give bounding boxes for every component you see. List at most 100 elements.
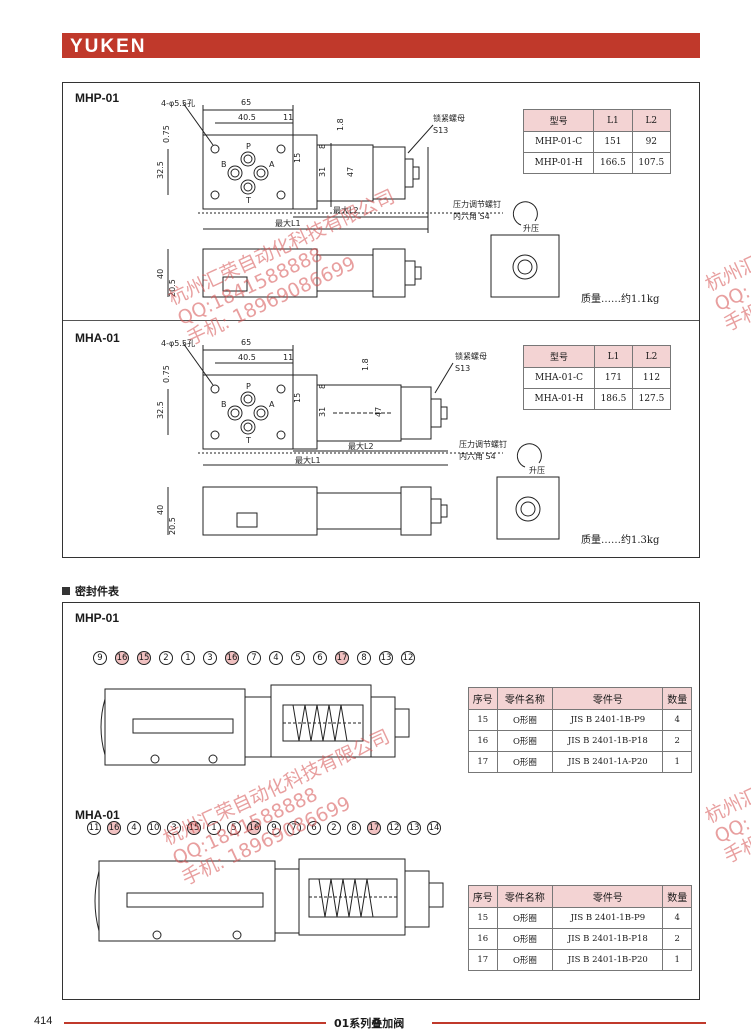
part-number-balloon: 16 [247,821,261,835]
seal-mhp-title: MHP-01 [75,611,120,625]
part-number-balloon: 1 [181,651,195,665]
part-number-balloon: 16 [115,651,129,665]
brand-header-bar: YUKEN [62,33,700,58]
footer-title: 01系列叠加阀 [334,1017,405,1030]
mha-dim-075: 0.75 [162,365,171,383]
mhp-dim-325: 32.5 [156,161,165,179]
part-number-balloon: 9 [267,821,281,835]
part-number-balloon: 3 [203,651,217,665]
panel-divider [63,320,699,321]
mhp-port-p: P [246,142,251,151]
part-number-balloon: 12 [401,651,415,665]
mha-port-b: B [221,400,227,409]
mhp-dim-maxl2: 最大L2 [333,205,359,215]
part-number-balloon: 4 [127,821,141,835]
mha-dim-40: 40.5 [238,353,256,362]
mha-dim-15: 15 [293,393,302,403]
part-number-balloon: 8 [347,821,361,835]
part-number-balloon: 17 [367,821,381,835]
mhp-dim-40: 40 [156,269,165,279]
mha-hex-label: 内六角 S4 [459,451,496,461]
part-number-balloon: 8 [357,651,371,665]
dimension-drawings-panel: MHP-01 [62,82,700,558]
mhp-hex-label: 内六角 S4 [453,211,490,221]
mha-dim-205: 20.5 [168,517,177,535]
mhp-locknut-label: 锁紧螺母 [433,113,465,123]
mhp-mass: 质量……约1.1kg [581,294,660,305]
part-number-balloon: 1 [207,821,221,835]
mha-dim-18: 1.8 [361,358,370,371]
part-number-balloon: 7 [247,651,261,665]
mha-dim-325: 32.5 [156,401,165,419]
mha-hole-dim: 4-φ5.5孔 [161,339,195,348]
mhp-dim-65: 65 [241,98,251,107]
mha-up-label: 升压 [529,466,545,475]
mha-port-p: P [246,382,251,391]
mhp-dim-11: 11 [283,113,293,122]
mha-s13-label: S13 [455,364,470,373]
mhp-dim-40: 40.5 [238,113,256,122]
mhp-dim-47: 47 [346,167,355,177]
part-number-balloon: 2 [327,821,341,835]
square-bullet-icon [62,587,70,595]
part-number-balloon: 13 [379,651,393,665]
mhp-dim-205: 20.5 [168,279,177,297]
mhp-side-view-drawing: 40 20.5 [156,248,422,298]
mha-dim-40: 40 [156,505,165,515]
part-number-balloon: 13 [407,821,421,835]
mha-end-view-drawing: 压力调节螺钉 内六角 S4 升压 [459,439,560,540]
seal-section-title: 密封件表 [62,583,119,599]
part-number-balloon: 7 [287,821,301,835]
footer-rule-left [64,1022,326,1024]
watermark-edge-upper: 杭州汇 QQ: 手机 [702,251,751,336]
part-number-balloon: 17 [335,651,349,665]
yuken-logo: YUKEN [70,36,147,57]
page-number: 414 [34,1015,53,1027]
mhp-up-label: 升压 [523,224,539,233]
mha-front-view-drawing: 4-φ5.5孔 65 40.5 11 0.75 1.8 32.5 15 8 31… [156,338,503,466]
mhp-title: MHP-01 [75,91,120,105]
mhp-port-b: B [221,160,227,169]
part-number-balloon: 16 [107,821,121,835]
th-l2: L2 [631,109,672,132]
mhp-dim-8: 8 [318,144,327,149]
mha-side-view-drawing: 40 20.5 [156,486,448,536]
mhp-dim-15: 15 [293,153,302,163]
mha-section-drawing [94,858,444,942]
mha-dim-65: 65 [241,338,251,347]
mha-dim-maxl1: 最大L1 [295,455,321,465]
part-number-balloon: 10 [147,821,161,835]
watermark-edge-lower: 杭州汇 QQ: 手机 [702,783,751,868]
part-number-balloon: 14 [427,821,441,835]
part-number-balloon: 6 [313,651,327,665]
mha-port-t: T [245,436,251,445]
part-number-balloon: 12 [387,821,401,835]
part-number-balloon: 11 [87,821,101,835]
th-model: 型号 [522,109,595,132]
page-footer: 414 01系列叠加阀 [34,1015,706,1030]
mhp-dim-075: 0.75 [162,125,171,143]
part-number-balloon: 16 [225,651,239,665]
mhp-end-view-drawing: 压力调节螺钉 内六角 S4 升压 [453,199,560,298]
mha-dim-47: 47 [374,407,383,417]
seal-mha-title: MHA-01 [75,808,120,822]
th-l1: L1 [593,345,633,368]
part-number-balloon: 4 [269,651,283,665]
mha-dim-maxl2: 最大L2 [348,441,374,451]
mhp-section-drawing [100,684,410,766]
mha-title: MHA-01 [75,331,120,345]
mha-locknut-label: 锁紧螺母 [455,351,487,361]
part-number-balloon: 15 [187,821,201,835]
